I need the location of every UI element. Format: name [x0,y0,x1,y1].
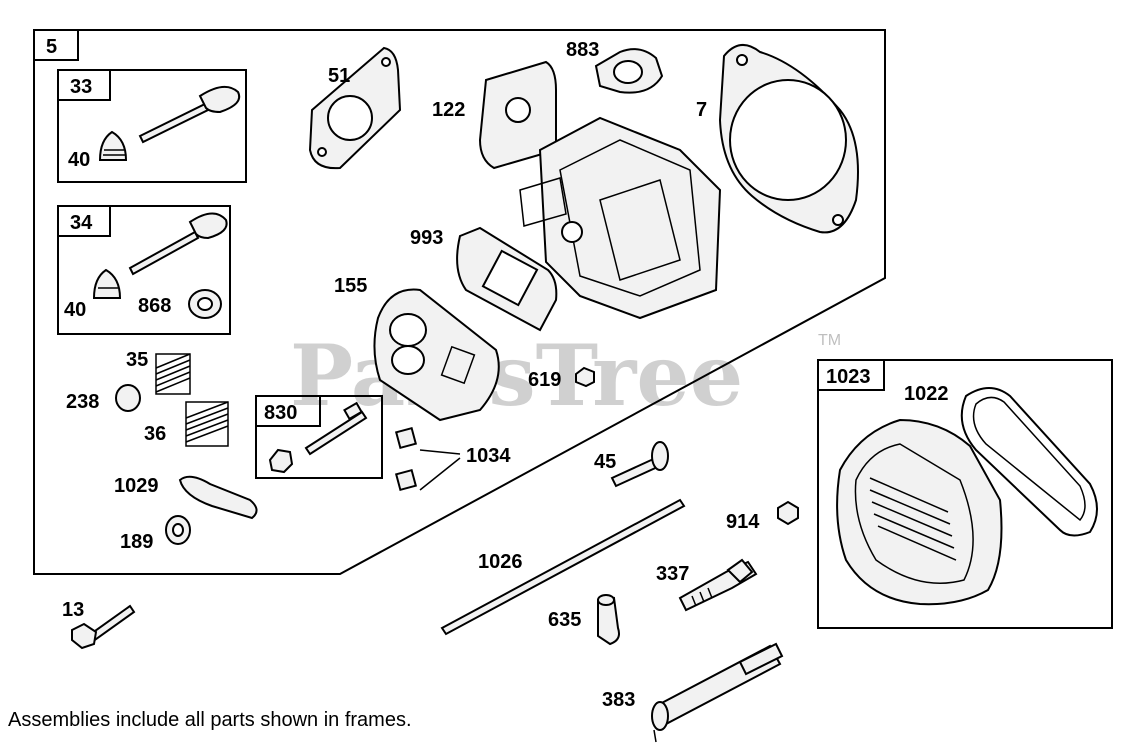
head-bolt-icon [71,604,136,650]
valve-cover-icon [836,418,1003,606]
label-45: 45 [594,451,616,473]
spring-36-icon [185,401,229,447]
intake-valve-icon [128,212,228,276]
frame-intake-valve: 34 40 868 [57,205,231,335]
frame-main-label: 5 [46,36,57,58]
label-13: 13 [62,599,84,621]
label-1034: 1034 [466,445,511,467]
label-883: 883 [566,39,599,61]
footnote: Assemblies include all parts shown in fr… [8,709,412,731]
exhaust-valve-icon [138,85,241,144]
frame-valve-cover-label: 1023 [826,366,871,388]
breather-gasket-icon [456,226,558,332]
rocker-arm-icon [178,475,258,520]
frame-exhaust-valve: 33 40 [57,69,247,183]
label-35: 35 [126,349,148,371]
frame-main: 5 [33,29,886,575]
screw-619-icon [575,366,595,388]
label-619: 619 [528,369,561,391]
push-rod-icon [440,498,686,636]
label-40-b: 40 [64,299,86,321]
screw-914-icon [777,500,799,526]
tappet-icon [610,441,669,488]
valve-seal-icon [188,289,222,319]
label-40-a: 40 [68,149,90,171]
label-1022: 1022 [904,383,949,405]
label-1029: 1029 [114,475,159,497]
valve-cover-gasket-icon [960,387,1098,537]
head-gasket-icon [718,44,859,234]
push-rod-guide-icon [394,426,461,492]
valve-keeper-icon-2 [92,268,122,299]
label-868: 868 [138,295,171,317]
label-383: 383 [602,689,635,711]
label-1026: 1026 [478,551,523,573]
label-337: 337 [656,563,689,585]
label-993: 993 [410,227,443,249]
valve-keeper-icon [98,130,128,161]
label-635: 635 [548,609,581,631]
label-122: 122 [432,99,465,121]
nut-189-icon [165,515,191,545]
cylinder-head-icon [519,116,722,320]
intake-gasket-icon [308,46,402,170]
rocker-stud-icon [304,401,368,456]
frame-valve-cover: 1023 1022 [817,359,1113,629]
valve-tool-icon [651,642,784,743]
label-914: 914 [726,511,760,533]
frame-intake-valve-label: 34 [70,212,93,234]
hex-nut-icon [268,448,294,474]
label-238: 238 [66,391,99,413]
frame-exhaust-valve-label: 33 [70,76,92,98]
valve-cap-icon [115,384,141,412]
spring-35-icon [155,353,191,395]
label-36: 36 [144,423,166,445]
spark-plug-icon [678,558,758,612]
exhaust-gasket-icon [594,48,664,94]
breather-plate-icon [373,288,500,422]
watermark: PartsTree [290,326,743,425]
insulator-icon [478,60,557,170]
spark-plug-boot-icon [597,594,620,646]
label-51: 51 [328,65,350,87]
label-155: 155 [334,275,367,297]
frame-stud: 830 [255,395,383,479]
label-189: 189 [120,531,153,553]
label-7: 7 [696,99,707,121]
frame-stud-label: 830 [264,402,297,424]
watermark-trademark: TM [818,332,841,349]
